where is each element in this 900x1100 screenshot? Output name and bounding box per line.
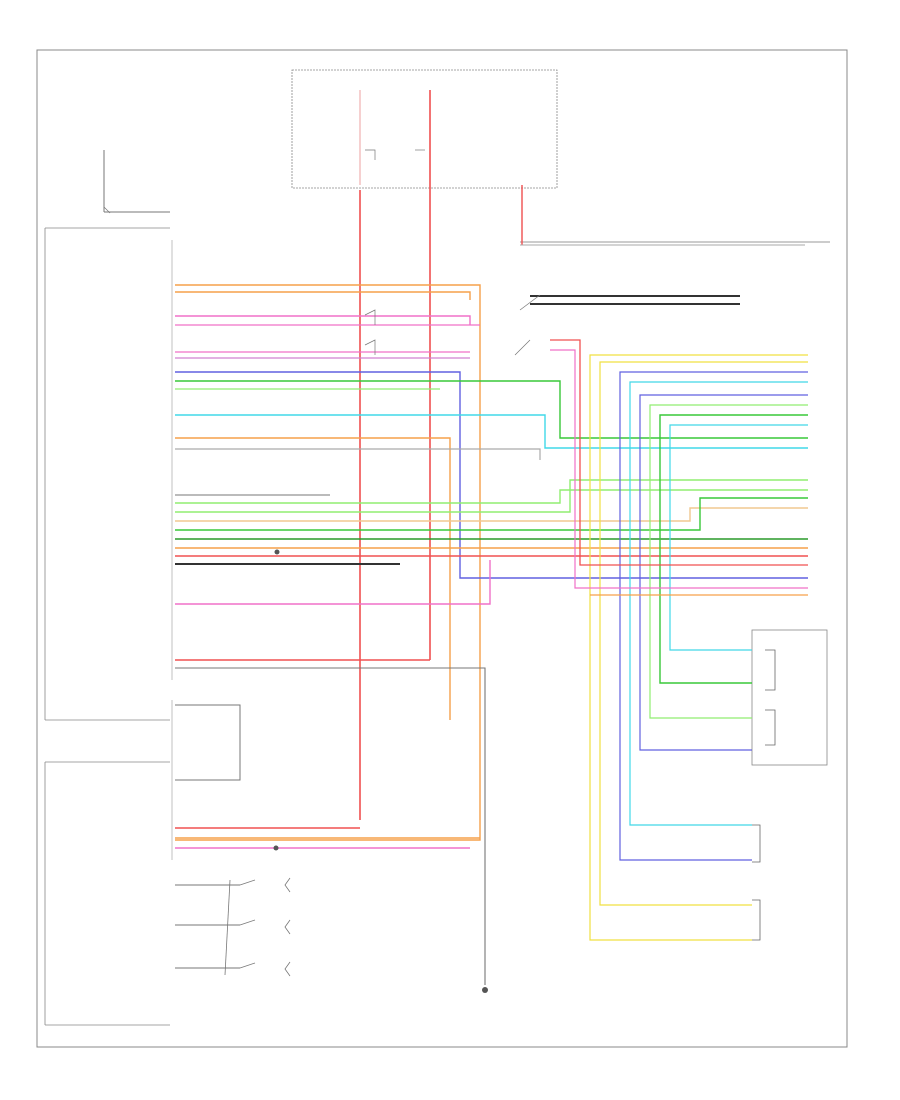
power-feed-wires (359, 90, 805, 820)
speaker-wires (550, 339, 808, 941)
switch-symbol (224, 877, 291, 977)
ground-symbol (273, 549, 488, 993)
outer-frame (36, 49, 848, 1048)
front-speakers-icons (752, 824, 761, 941)
data-bus-lines (520, 241, 830, 305)
speaker-box-rear (751, 629, 828, 766)
antenna-assembly (103, 150, 170, 214)
fuse-block (291, 69, 558, 189)
colored-wires (175, 284, 808, 985)
speaker-symbol (765, 649, 776, 746)
lower-module-outline (44, 761, 170, 1026)
connector-symbol (364, 149, 541, 356)
radio-module-outline (44, 227, 170, 721)
